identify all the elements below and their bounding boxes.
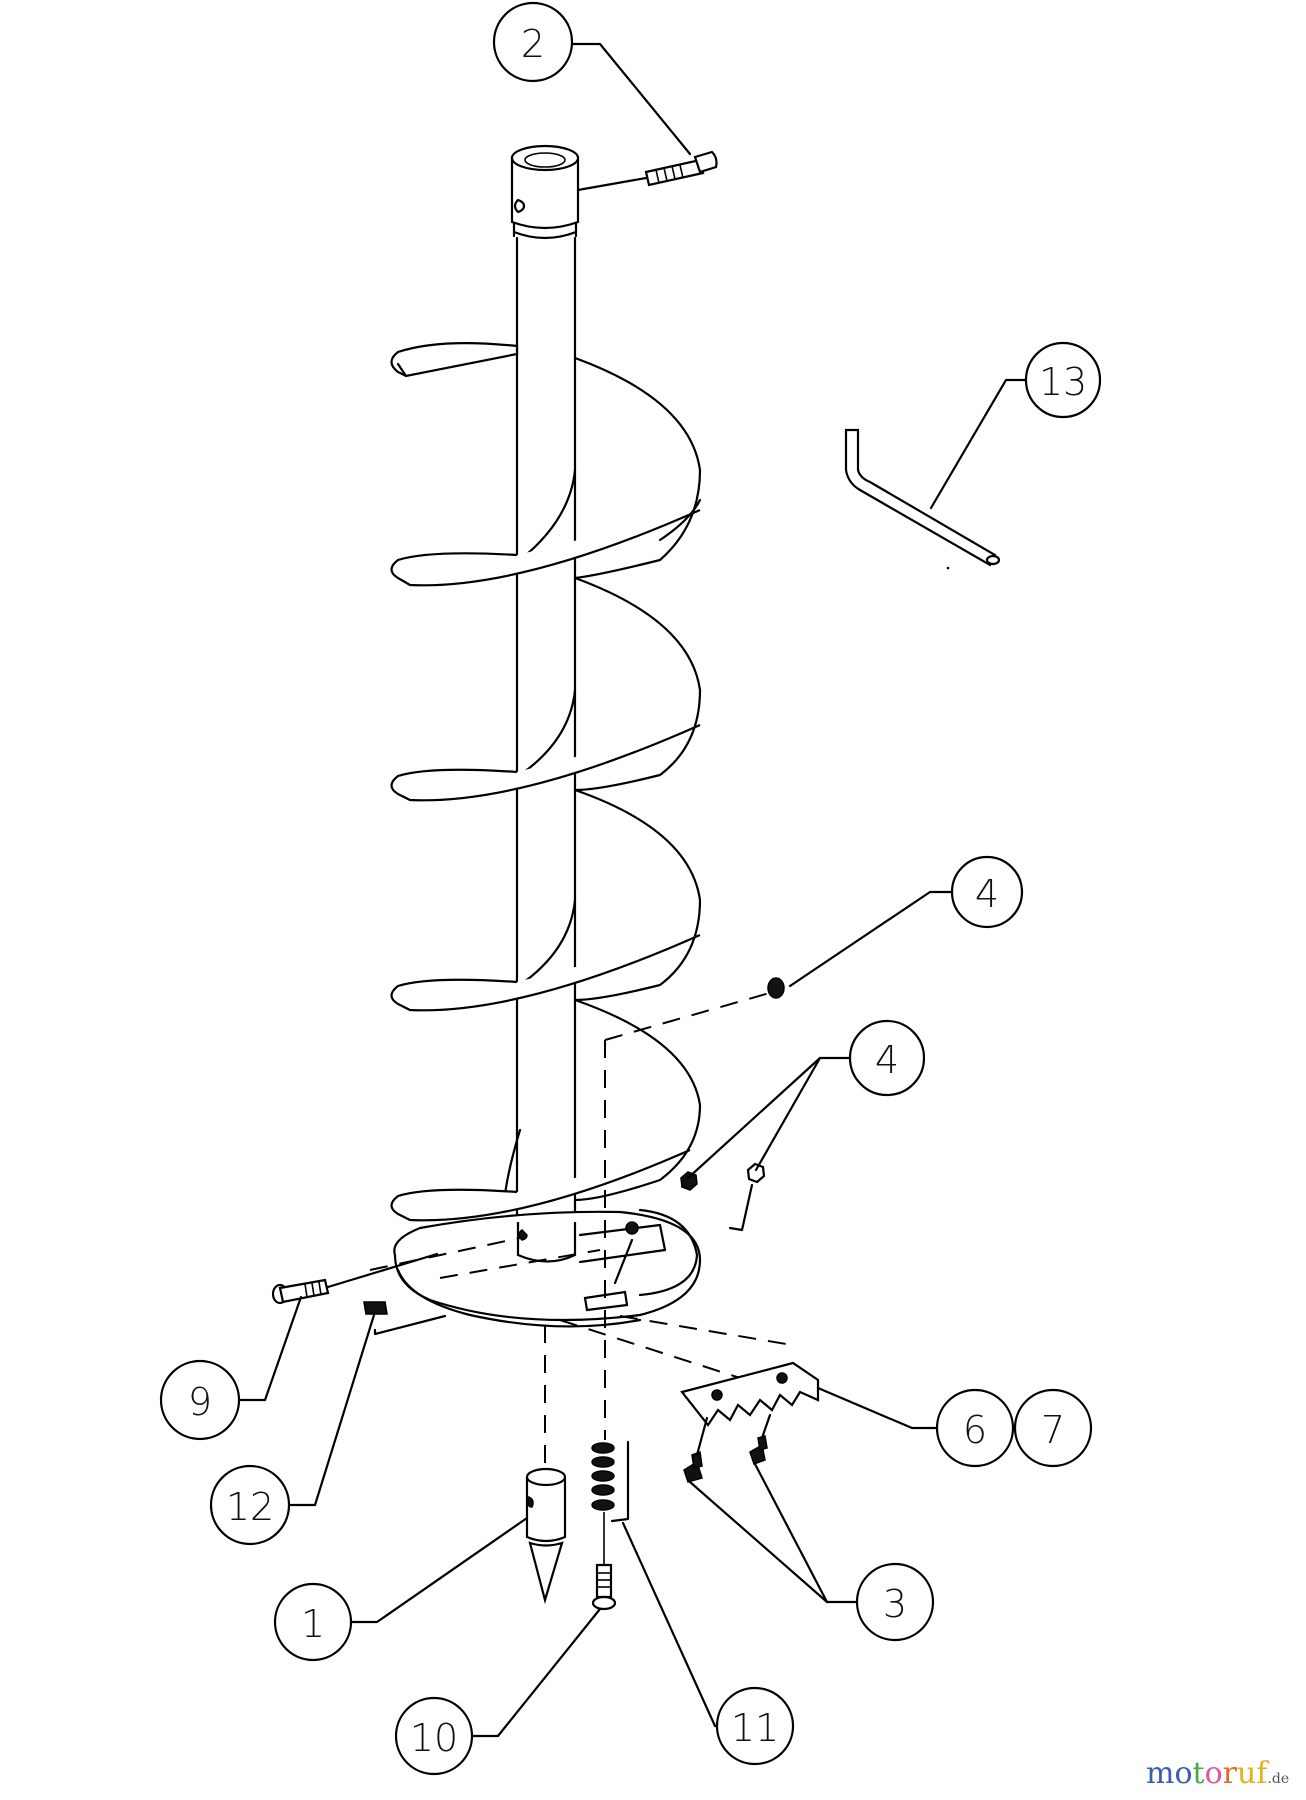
leader-lines xyxy=(238,42,1028,1738)
svg-text:4: 4 xyxy=(875,1038,899,1082)
part-4-nuts xyxy=(680,977,785,1232)
callout-4-lower: 4 xyxy=(848,1019,926,1097)
part-9-hex-bolt xyxy=(271,1252,439,1305)
motoruf-watermark-logo: motoruf.de xyxy=(1146,1756,1289,1791)
logo-letter: t xyxy=(1192,1756,1205,1791)
callout-13: 13 xyxy=(1024,341,1102,419)
bottom-cutter-plate xyxy=(369,989,793,1470)
auger-shaft xyxy=(510,144,580,1224)
svg-text:9: 9 xyxy=(188,1380,212,1424)
callout-3: 3 xyxy=(855,1562,935,1642)
callout-12: 12 xyxy=(209,1464,291,1546)
callout-1: 1 xyxy=(273,1582,353,1662)
callout-9: 9 xyxy=(159,1359,241,1441)
svg-text:12: 12 xyxy=(226,1485,274,1529)
part-2-shear-bolt xyxy=(576,150,718,192)
svg-text:11: 11 xyxy=(731,1706,779,1750)
part-1-pilot-point xyxy=(525,1467,567,1605)
logo-letter: m xyxy=(1146,1756,1175,1791)
callout-4-upper: 4 xyxy=(950,855,1024,929)
svg-text:10: 10 xyxy=(410,1716,458,1760)
part-3-blade-bolts xyxy=(683,1413,772,1483)
logo-letter: o xyxy=(1204,1756,1223,1791)
part-12-hex-nut xyxy=(363,1301,447,1336)
svg-text:4: 4 xyxy=(975,872,999,916)
part-10-screw xyxy=(591,1563,617,1611)
svg-text:7: 7 xyxy=(1041,1408,1065,1452)
callout-2: 2 xyxy=(492,1,574,83)
logo-letter: r xyxy=(1222,1756,1237,1791)
callout-6: 6 xyxy=(935,1388,1015,1468)
svg-text:2: 2 xyxy=(521,22,545,66)
callout-11: 11 xyxy=(715,1686,795,1766)
part-11-washers xyxy=(591,1440,630,1564)
part-6-7-cutting-blade xyxy=(680,1361,820,1427)
logo-tld: .de xyxy=(1267,1771,1290,1787)
svg-text:13: 13 xyxy=(1039,360,1087,404)
auger-flights xyxy=(390,341,702,1222)
part-13-hex-key xyxy=(844,428,1001,570)
svg-text:1: 1 xyxy=(301,1602,325,1646)
svg-text:3: 3 xyxy=(883,1582,907,1626)
callout-7: 7 xyxy=(1013,1388,1093,1468)
logo-letter: o xyxy=(1174,1756,1193,1791)
logo-letter: u xyxy=(1236,1756,1257,1791)
svg-text:6: 6 xyxy=(963,1408,987,1452)
callout-10: 10 xyxy=(394,1696,474,1776)
logo-letter: f xyxy=(1256,1756,1268,1791)
